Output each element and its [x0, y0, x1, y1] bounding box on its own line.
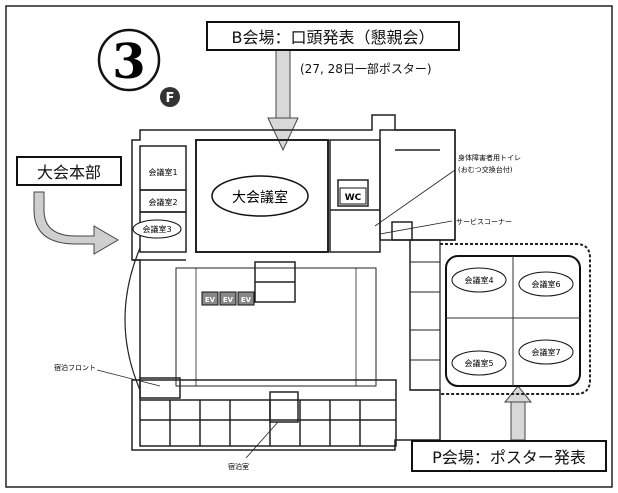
- elevator-group: [201, 291, 255, 306]
- room7-label: 会議室7: [531, 347, 560, 357]
- building-outline: [124, 114, 456, 451]
- hall-p-callout: P会場：ポスター発表: [411, 440, 607, 472]
- ev-label-1: EV: [205, 296, 216, 304]
- room4-label: 会議室4: [464, 275, 493, 285]
- annex-outline: [440, 243, 591, 395]
- accessible-toilet-label: 身体障害者用トイレ: [458, 153, 521, 162]
- room2-label: 会議室2: [148, 197, 177, 207]
- room4-ellipse: [451, 267, 507, 293]
- wc-label: WC: [345, 193, 362, 203]
- floor-letter-badge: [160, 87, 180, 107]
- toilet-leader-line: [374, 169, 456, 227]
- room5-label: 会議室5: [464, 358, 493, 368]
- floor-letter: F: [166, 91, 175, 106]
- room7-ellipse: [518, 339, 574, 365]
- ev-label-2: EV: [223, 296, 234, 304]
- arrow-curved-icon: [33, 191, 119, 255]
- lodging-front-label: 宿泊フロント: [54, 363, 96, 372]
- ev-label-3: EV: [241, 296, 252, 304]
- main-hall-ellipse: [211, 175, 309, 217]
- service-corner-label: サービスコーナー: [456, 217, 512, 226]
- diaper-station-label: (おむつ交換台付): [458, 165, 513, 174]
- lodging-leader-line: [245, 421, 279, 459]
- room6-ellipse: [518, 271, 574, 297]
- front-leader-line: [96, 369, 161, 387]
- floor-number: 3: [112, 34, 145, 90]
- main-hall-label: 大会議室: [232, 189, 288, 206]
- floor-number-circle: [97, 28, 161, 92]
- room1-label: 会議室1: [148, 167, 177, 177]
- arrow-down-icon: [267, 49, 299, 152]
- service-leader-line: [379, 220, 453, 235]
- hall-b-subcaption: (27, 28日一部ポスター): [300, 62, 432, 76]
- room5-ellipse: [451, 350, 507, 376]
- map-frame: [5, 5, 613, 488]
- room6-label: 会議室6: [531, 279, 560, 289]
- wc-box: [339, 187, 367, 205]
- lodging-room-label: 宿泊室: [228, 462, 249, 471]
- headquarters-callout: 大会本部: [16, 156, 122, 186]
- room3-label: 会議室3: [142, 224, 171, 234]
- hall-b-callout: B会場：口頭発表（懇親会）: [206, 21, 460, 51]
- room3-ellipse: [132, 219, 182, 239]
